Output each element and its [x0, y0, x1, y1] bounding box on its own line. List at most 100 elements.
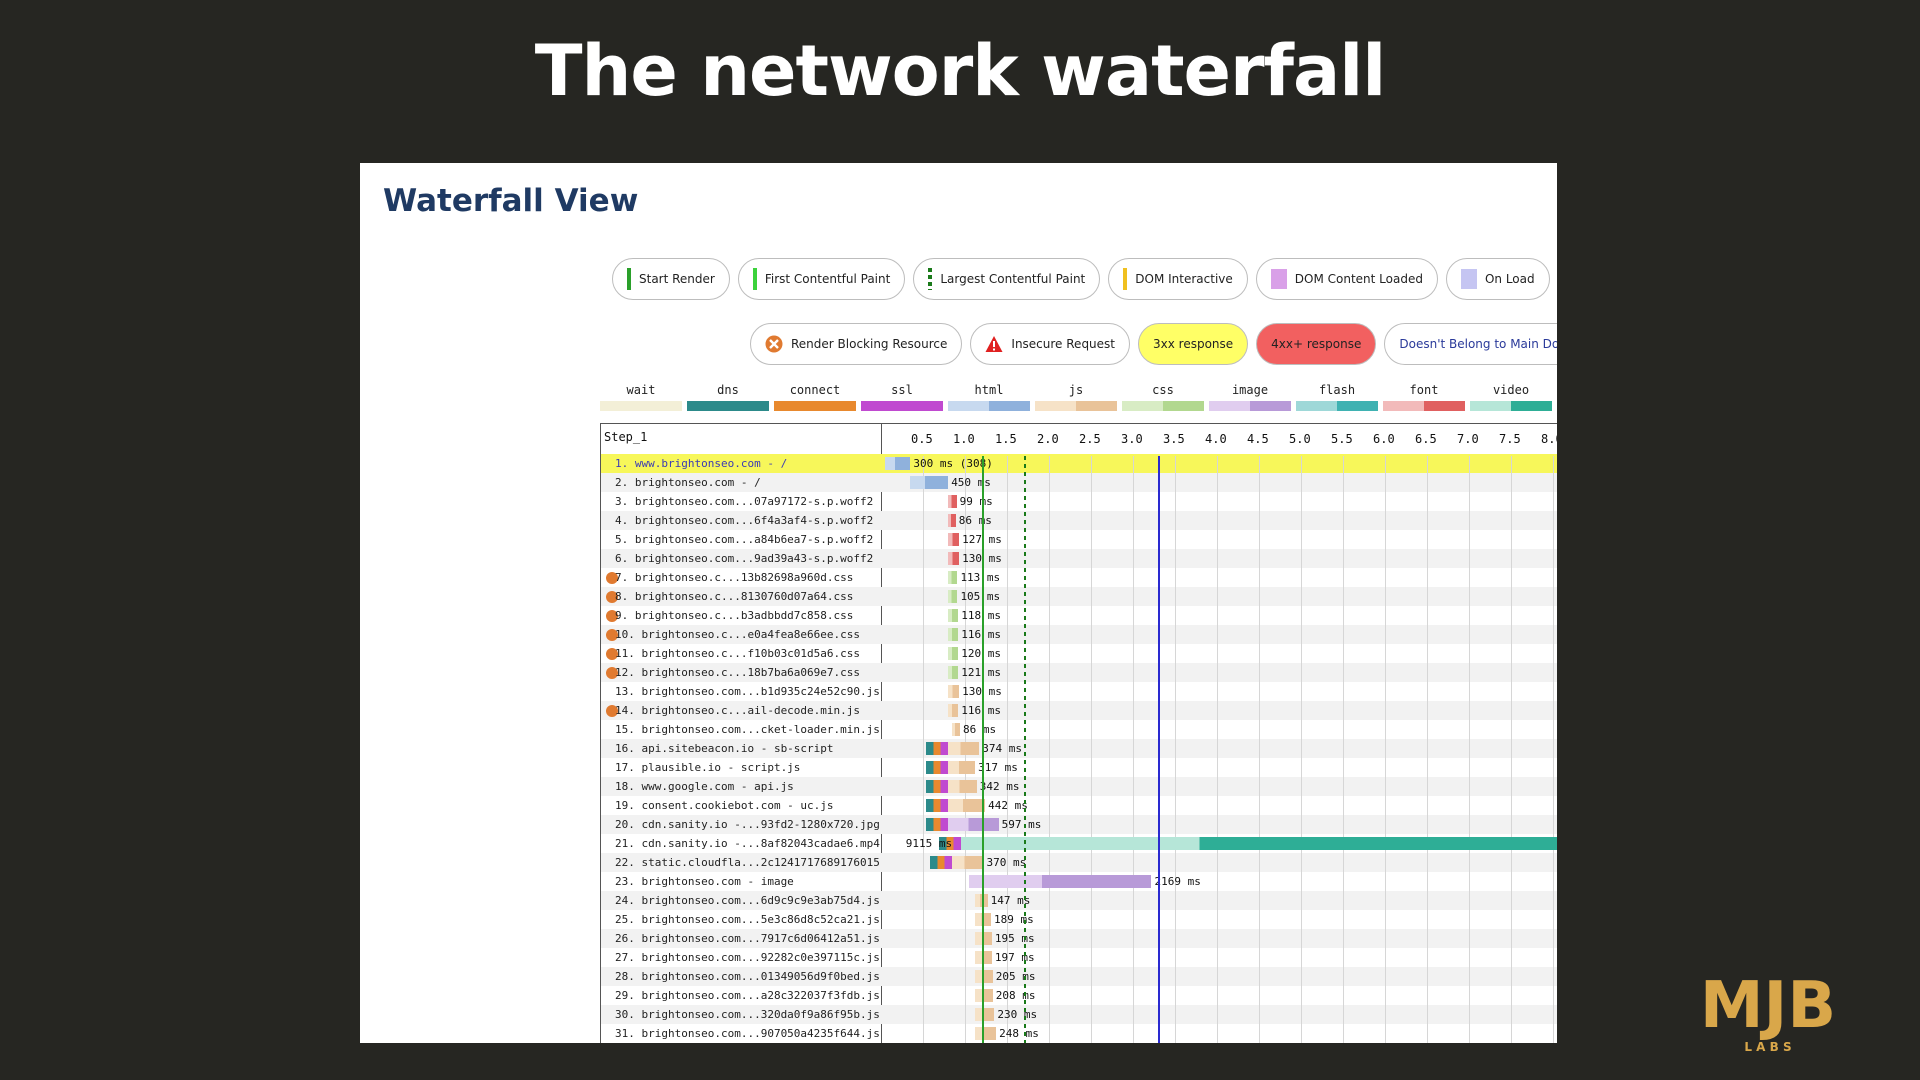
request-label: 23. brightonseo.com - image [615, 875, 794, 888]
request-row[interactable]: 29. brightonseo.com...a28c322037f3fdb.js [601, 986, 881, 1005]
waterfall-heading: Waterfall View [383, 183, 639, 219]
request-bar [948, 685, 960, 698]
legend-pill[interactable]: Render Blocking Resource [750, 323, 963, 365]
legend-pill[interactable]: First Contentful Paint [737, 258, 906, 300]
request-row[interactable]: 21. cdn.sanity.io -...8af82043cadae6.mp4 [601, 834, 881, 853]
request-row[interactable]: 23. brightonseo.com - image [601, 872, 881, 891]
request-label: 17. plausible.io - script.js [615, 761, 801, 774]
request-row[interactable]: 6. brightonseo.com...9ad39a43-s.p.woff2 [601, 549, 881, 568]
request-label: 16. api.sitebeacon.io - sb-script [615, 742, 834, 755]
request-row[interactable]: 27. brightonseo.com...92282c0e397115c.js [601, 948, 881, 967]
request-duration: 120 ms [961, 647, 1002, 660]
legend-pill[interactable]: 3xx response [1138, 323, 1249, 365]
request-row[interactable]: 20. cdn.sanity.io -...93fd2-1280x720.jpg [601, 815, 881, 834]
request-row[interactable]: 16. api.sitebeacon.io - sb-script [601, 739, 881, 758]
request-duration: 99 ms [959, 495, 993, 508]
request-row[interactable]: 28. brightonseo.com...01349056d9f0bed.js [601, 967, 881, 986]
render-blocking-icon [606, 629, 618, 641]
request-row[interactable]: 22. static.cloudfla...2c1241717689176015 [601, 853, 881, 872]
request-row[interactable]: 9. brightonseo.c...b3adbbdd7c858.css [601, 606, 881, 625]
legend-pill[interactable]: Insecure Request [970, 323, 1130, 365]
request-label: 5. brightonseo.com...a84b6ea7-s.p.woff2 [615, 533, 874, 546]
gridline [1007, 456, 1008, 1043]
request-type-swatch [1296, 401, 1378, 411]
request-row[interactable]: 1. www.brightonseo.com - / [601, 454, 881, 473]
request-label: 8. brightonseo.c...8130760d07a64.css [615, 590, 854, 603]
legend-label: First Contentful Paint [764, 272, 891, 286]
request-bar [948, 552, 960, 565]
request-bar [948, 742, 980, 755]
legend-pill[interactable]: Doesn't Belong to Main Doc [1384, 323, 1557, 365]
request-row[interactable]: 11. brightonseo.c...f10b03c01d5a6.css [601, 644, 881, 663]
request-row[interactable]: 7. brightonseo.c...13b82698a960d.css [601, 568, 881, 587]
request-row[interactable]: 31. brightonseo.com...907050a4235f644.js [601, 1024, 881, 1043]
legend-pill[interactable]: DOM Interactive [1108, 258, 1248, 300]
mjb-labs-logo: MJB L A B S [1688, 965, 1848, 1055]
request-type-ssl: ssl [861, 383, 943, 411]
request-row[interactable]: 2. brightonseo.com - / [601, 473, 881, 492]
request-type-label: font [1409, 383, 1439, 397]
request-row[interactable]: 18. www.google.com - api.js [601, 777, 881, 796]
request-duration: 105 ms [960, 590, 1001, 603]
request-label: 6. brightonseo.com...9ad39a43-s.p.woff2 [615, 552, 874, 565]
legend-pill[interactable]: Largest Contentful Paint [913, 258, 1101, 300]
request-row[interactable]: 24. brightonseo.com...6d9c9c9e3ab75d4.js [601, 891, 881, 910]
request-row[interactable]: 14. brightonseo.c...ail-decode.min.js [601, 701, 881, 720]
request-type-label: html [974, 383, 1004, 397]
request-bar [948, 780, 977, 793]
render-blocking-icon [606, 667, 618, 679]
request-row[interactable]: 13. brightonseo.com...b1d935c24e52c90.js [601, 682, 881, 701]
request-row[interactable]: 10. brightonseo.c...e0a4fea8e66ee.css [601, 625, 881, 644]
request-bar [948, 609, 959, 622]
request-type-swatch [600, 401, 682, 411]
request-duration: 208 ms [995, 989, 1036, 1002]
request-row[interactable]: 19. consent.cookiebot.com - uc.js [601, 796, 881, 815]
request-row[interactable]: 12. brightonseo.c...18b7ba6a069e7.css [601, 663, 881, 682]
request-bar [948, 533, 960, 546]
request-type-dns: dns [687, 383, 769, 411]
timeline-row [881, 853, 1557, 872]
request-row[interactable]: 30. brightonseo.com...320da0f9a86f95b.js [601, 1005, 881, 1024]
request-bar [948, 818, 999, 831]
request-duration: 2169 ms [1154, 875, 1201, 888]
request-row[interactable]: 26. brightonseo.com...7917c6d06412a51.js [601, 929, 881, 948]
request-type-swatch [1122, 401, 1204, 411]
request-label: 14. brightonseo.c...ail-decode.min.js [615, 704, 861, 717]
request-row[interactable]: 25. brightonseo.com...5e3c86d8c52ca21.js [601, 910, 881, 929]
request-label: 30. brightonseo.com...320da0f9a86f95b.js [615, 1008, 880, 1021]
request-bar [952, 856, 984, 869]
request-row[interactable]: 3. brightonseo.com...07a97172-s.p.woff2 [601, 492, 881, 511]
request-row[interactable]: 15. brightonseo.com...cket-loader.min.js [601, 720, 881, 739]
legend-pill[interactable]: 4xx+ response [1256, 323, 1377, 365]
request-row[interactable]: 4. brightonseo.com...6f4a3af4-s.p.woff2 [601, 511, 881, 530]
legend-pill[interactable]: DOM Content Loaded [1255, 258, 1438, 300]
request-type-swatch [774, 401, 856, 411]
timeline-row [881, 663, 1557, 682]
legend-pill[interactable]: On Load [1445, 258, 1550, 300]
gridline [1469, 456, 1470, 1043]
render-blocking-icon [765, 335, 783, 353]
legend-pill[interactable]: Start Render [612, 258, 730, 300]
request-label: 2. brightonseo.com - / [615, 476, 761, 489]
request-row[interactable]: 17. plausible.io - script.js [601, 758, 881, 777]
request-bar [948, 704, 959, 717]
request-bar [948, 761, 976, 774]
connection-segment [926, 818, 949, 831]
timeline-row [881, 929, 1557, 948]
request-bar [975, 989, 993, 1002]
request-type-label: ssl [891, 383, 913, 397]
request-bar [948, 647, 959, 660]
axis-tick-label: 2.5 [1079, 432, 1101, 446]
request-bar [948, 666, 959, 679]
request-duration: 597 ms [1001, 818, 1042, 831]
request-duration: 450 ms [951, 476, 991, 489]
request-label: 20. cdn.sanity.io -...93fd2-1280x720.jpg [615, 818, 880, 831]
start-render-marker [981, 456, 984, 1043]
request-row[interactable]: 5. brightonseo.com...a84b6ea7-s.p.woff2 [601, 530, 881, 549]
axis-tick-label: 1.5 [995, 432, 1017, 446]
request-bar [948, 590, 958, 603]
request-row[interactable]: 8. brightonseo.c...8130760d07a64.css [601, 587, 881, 606]
gridline [1259, 456, 1260, 1043]
request-name-column: Step_1 1. www.brightonseo.com - /2. brig… [600, 423, 882, 1043]
legend-swatch [1270, 269, 1287, 289]
